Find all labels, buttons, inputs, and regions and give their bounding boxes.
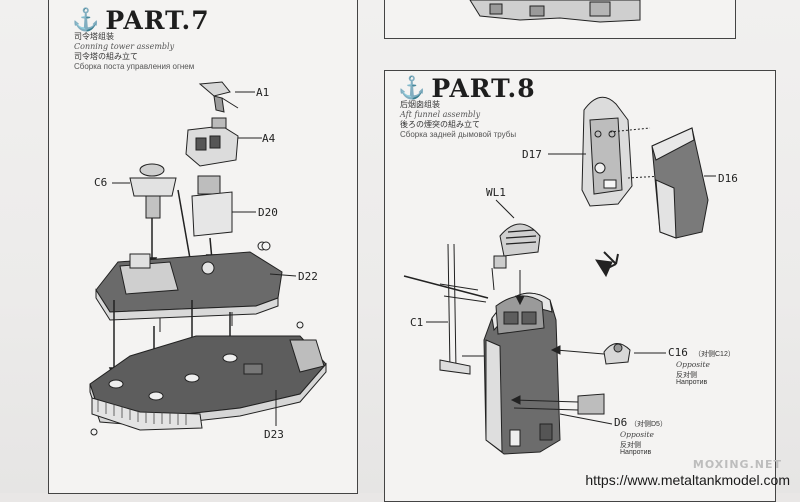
part7-title-text: PART.7 <box>105 6 210 35</box>
moxing-logo: MOXING.NET <box>692 458 782 471</box>
label-d20: D20 <box>258 206 278 219</box>
label-a4: A4 <box>262 132 276 145</box>
anchor-icon: ⚓ <box>398 75 426 101</box>
part8-title: ⚓ PART.8 <box>398 74 536 103</box>
anchor-icon: ⚓ <box>72 7 100 33</box>
part-a1-drawing <box>198 81 255 113</box>
label-d17: D17 <box>522 148 542 161</box>
label-c1: C1 <box>410 316 424 329</box>
part-c16-drawing <box>550 343 666 365</box>
part-d6-drawing <box>510 393 613 425</box>
part-d17-drawing <box>548 96 663 207</box>
part7-subtitle-jp: 司令塔の組み立て <box>74 52 138 61</box>
label-d22: D22 <box>298 270 318 283</box>
part8-subtitle-cn: 后烟囱组装 <box>400 100 440 109</box>
part8-down-arrow <box>595 251 619 278</box>
label-a1: A1 <box>256 86 270 99</box>
c16-opposite-cn: 反对侧 <box>676 372 697 379</box>
part7-subtitle-cn: 司令塔组装 <box>74 32 114 41</box>
d6-opposite: Opposite <box>620 430 654 439</box>
part-d16-drawing <box>651 127 716 239</box>
d6-note: （对侧D5） <box>630 421 667 428</box>
part8-title-text: PART.8 <box>431 74 536 103</box>
part-a4-drawing <box>185 117 262 167</box>
label-d6: D6 <box>614 416 628 429</box>
part8-assembled-funnel <box>483 267 561 455</box>
label-c6: C6 <box>94 176 108 189</box>
d6-opposite-ru: Напротив <box>620 449 652 456</box>
part8-subtitle-en: Aft funnel assembly <box>400 110 481 119</box>
part8-subtitle-jp: 後ろの煙突の組み立て <box>400 120 480 129</box>
c16-opposite: Opposite <box>676 360 710 369</box>
part7-subtitle-ru: Сборка поста управления огнем <box>74 62 195 71</box>
part-wl1-drawing <box>493 199 541 269</box>
label-d16: D16 <box>718 172 738 185</box>
previous-part-fragment <box>469 0 641 23</box>
label-c16: C16 <box>668 346 688 359</box>
part7-subtitle-en: Conning tower assembly <box>74 42 175 51</box>
source-url: https://www.metaltankmodel.com <box>585 472 790 488</box>
part-d20-drawing <box>191 175 256 237</box>
c16-opposite-ru: Напротив <box>676 379 708 386</box>
label-wl1: WL1 <box>486 186 506 199</box>
part8-panel <box>384 70 776 502</box>
d6-opposite-cn: 反对侧 <box>620 442 641 449</box>
part-d22-drawing <box>95 241 297 332</box>
part-d23-drawing <box>89 321 327 436</box>
part-c6-drawing <box>112 163 177 219</box>
c16-note: （对侧C12） <box>694 351 735 358</box>
part7-title: ⚓ PART.7 <box>72 6 210 35</box>
label-d23: D23 <box>264 428 284 441</box>
part-c1-drawing <box>403 243 489 375</box>
part8-subtitle-ru: Сборка задней дымовой трубы <box>400 130 517 139</box>
